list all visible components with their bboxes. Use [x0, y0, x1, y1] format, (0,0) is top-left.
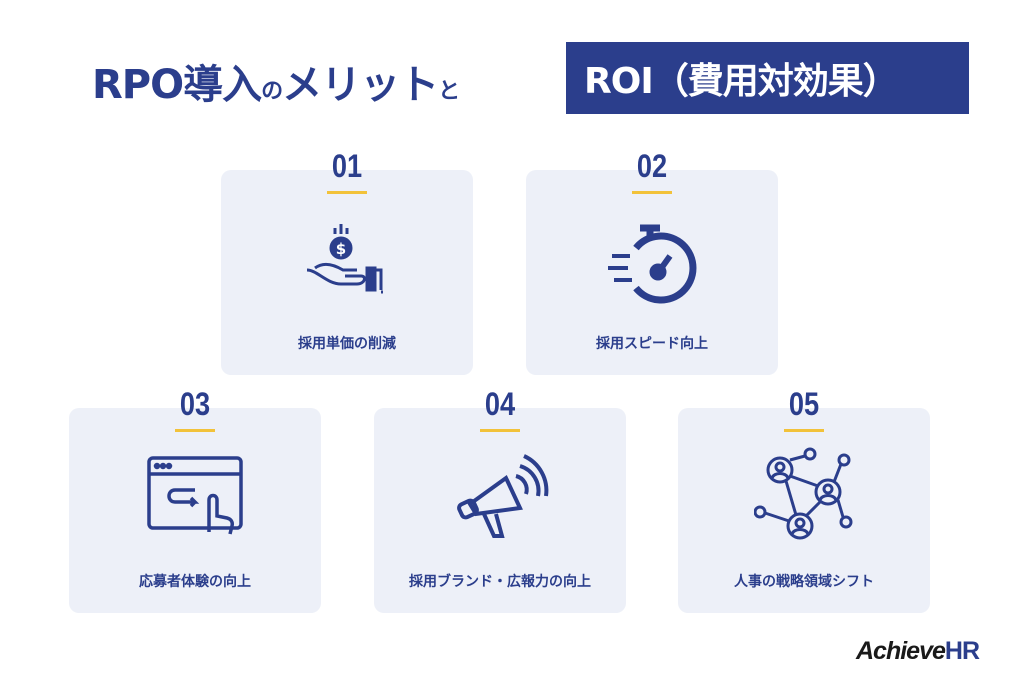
logo-part2: HR	[944, 637, 980, 665]
card-number: 03	[179, 386, 211, 422]
number-underline	[784, 429, 824, 432]
browser-click-icon	[147, 456, 243, 535]
card-label: 応募者体験の向上	[139, 574, 251, 590]
number-underline	[632, 191, 672, 194]
number-underline	[175, 429, 215, 432]
card-04: 04 採用ブランド・広報力の向上	[374, 386, 626, 613]
title-connector: の	[261, 79, 283, 104]
card-03: 03 応募者体験の向上	[69, 386, 321, 613]
number-underline	[327, 191, 367, 194]
network-people-icon	[754, 447, 853, 540]
card-label: 採用ブランド・広報力の向上	[409, 574, 591, 590]
stopwatch-icon	[608, 224, 697, 304]
page-title: RPO導入のメリットと	[92, 52, 460, 110]
card-label: 採用単価の削減	[298, 336, 396, 352]
card-05: 05 人事の戦略領域シフト	[678, 386, 930, 613]
hand-coin-icon: $	[306, 224, 383, 294]
card-number: 02	[636, 148, 668, 184]
title-badge: ROI（費用対効果）	[566, 42, 969, 114]
card-label: 採用スピード向上	[596, 336, 708, 352]
logo-part1: Achieve	[856, 637, 946, 665]
number-underline	[480, 429, 520, 432]
card-number: 01	[331, 148, 363, 184]
card-number: 04	[484, 386, 516, 422]
card-01: 01 $ 採用単価の削減	[221, 148, 473, 375]
card-label: 人事の戦略領域シフト	[734, 574, 874, 590]
title-main: RPO導入	[92, 62, 262, 108]
achievehr-logo: AchieveHR	[856, 637, 980, 666]
card-02: 02 採用スピード向上	[526, 148, 778, 375]
svg-text:$: $	[336, 240, 346, 258]
title-middle: メリット	[282, 62, 439, 108]
title-connector2: と	[438, 79, 460, 104]
card-number: 05	[788, 386, 820, 422]
megaphone-icon	[457, 454, 549, 538]
